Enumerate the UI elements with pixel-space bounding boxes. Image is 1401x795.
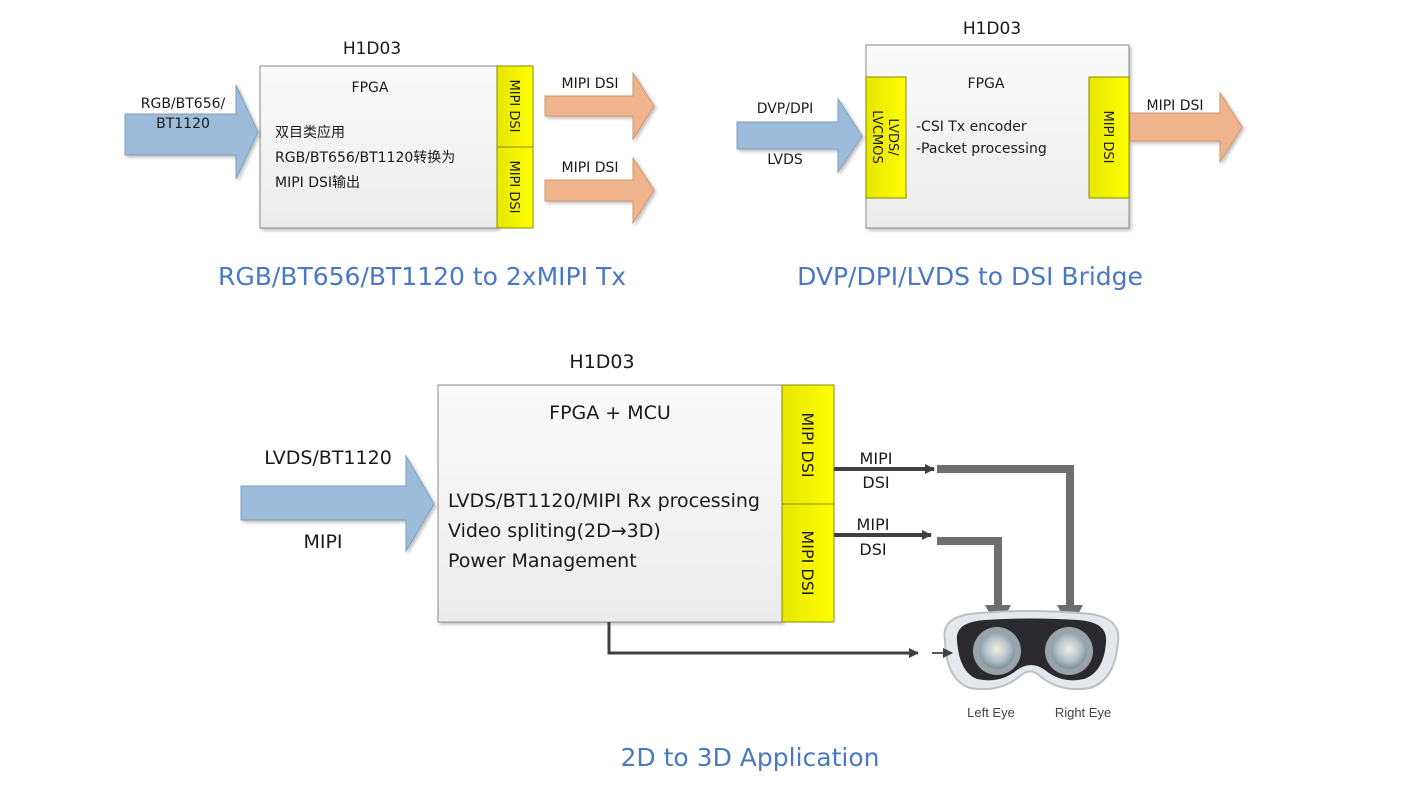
chip-label: H1D03 xyxy=(343,39,401,59)
left-eye-label: Left Eye xyxy=(967,705,1015,720)
port-1-label: MIPI DSI xyxy=(506,80,521,133)
in-port-label-1: LVDS/ xyxy=(885,118,900,156)
desc-line-1: 双目类应用 xyxy=(275,124,345,141)
mipi-dsi-port-1 xyxy=(496,65,534,148)
output-label-1: MIPI DSI xyxy=(561,76,618,92)
mipi-dsi-port-2 xyxy=(781,503,835,623)
mipi-dsi-port-2 xyxy=(496,146,534,229)
caption: 2D to 3D Application xyxy=(621,743,880,772)
input-arrow xyxy=(124,84,259,180)
desc-line-2: Video spliting(2D→3D) xyxy=(448,520,661,542)
desc-line-1: -CSI Tx encoder xyxy=(916,119,1027,135)
input-label-1: RGB/BT656/ xyxy=(141,96,226,112)
fpga-mcu-block xyxy=(437,384,783,623)
core-label: FPGA xyxy=(352,80,389,96)
left-eye-route xyxy=(937,537,1002,607)
input-label-bottom: MIPI xyxy=(303,531,342,553)
desc-line-2: -Packet processing xyxy=(916,141,1047,157)
diagram-dvp-to-dsi-bridge: H1D03 FPGA -CSI Tx encoder -Packet proce… xyxy=(736,19,1243,291)
diagram-rgb-to-2xmipi: H1D03 FPGA 双目类应用 RGB/BT656/BT1120转换为 MIP… xyxy=(124,39,655,291)
link-1-label-2: DSI xyxy=(862,473,889,492)
input-arrow xyxy=(736,97,863,174)
power-connector xyxy=(607,622,919,658)
desc-line-3: Power Management xyxy=(448,550,637,572)
output-label-2: MIPI DSI xyxy=(561,160,618,176)
link-2-label-2: DSI xyxy=(859,540,886,559)
lvds-lvcmos-port xyxy=(865,76,907,199)
chip-label: H1D03 xyxy=(963,19,1021,39)
core-label: FPGA xyxy=(968,76,1005,92)
vr-headset-icon xyxy=(932,610,1120,691)
desc-line-2: RGB/BT656/BT1120转换为 xyxy=(275,149,455,166)
input-label-2: BT1120 xyxy=(156,116,210,132)
input-label-top: DVP/DPI xyxy=(757,101,814,117)
desc-line-1: LVDS/BT1120/MIPI Rx processing xyxy=(448,490,760,512)
port-2-label: MIPI DSI xyxy=(506,161,521,214)
fpga-block xyxy=(865,44,1130,229)
diagram-2d-to-3d: H1D03 FPGA + MCU LVDS/BT1120/MIPI Rx pro… xyxy=(240,351,1120,772)
input-label-top: LVDS/BT1120 xyxy=(264,447,392,469)
port-1-label: MIPI DSI xyxy=(798,412,817,477)
link-2-label-1: MIPI xyxy=(857,515,890,534)
port-2-label: MIPI DSI xyxy=(798,530,817,595)
output-arrow xyxy=(1129,91,1243,164)
output-arrow-2 xyxy=(544,156,655,225)
right-eye-route xyxy=(937,465,1074,607)
output-arrow-1 xyxy=(544,71,655,141)
out-port-label: MIPI DSI xyxy=(1100,111,1115,164)
desc-line-3: MIPI DSI输出 xyxy=(275,175,360,191)
fpga-block xyxy=(259,65,499,229)
core-label: FPGA + MCU xyxy=(549,402,671,424)
caption: DVP/DPI/LVDS to DSI Bridge xyxy=(797,262,1143,291)
right-eye-label: Right Eye xyxy=(1055,705,1111,720)
output-label: MIPI DSI xyxy=(1146,98,1203,114)
link-1-label-1: MIPI xyxy=(860,449,893,468)
in-port-label-2: LVCMOS xyxy=(869,110,884,164)
input-arrow xyxy=(240,454,435,553)
input-label-bottom: LVDS xyxy=(767,152,803,168)
caption: RGB/BT656/BT1120 to 2xMIPI Tx xyxy=(218,262,626,291)
chip-label: H1D03 xyxy=(569,351,634,373)
mipi-dsi-port-1 xyxy=(781,384,835,505)
mipi-dsi-port xyxy=(1088,76,1130,199)
